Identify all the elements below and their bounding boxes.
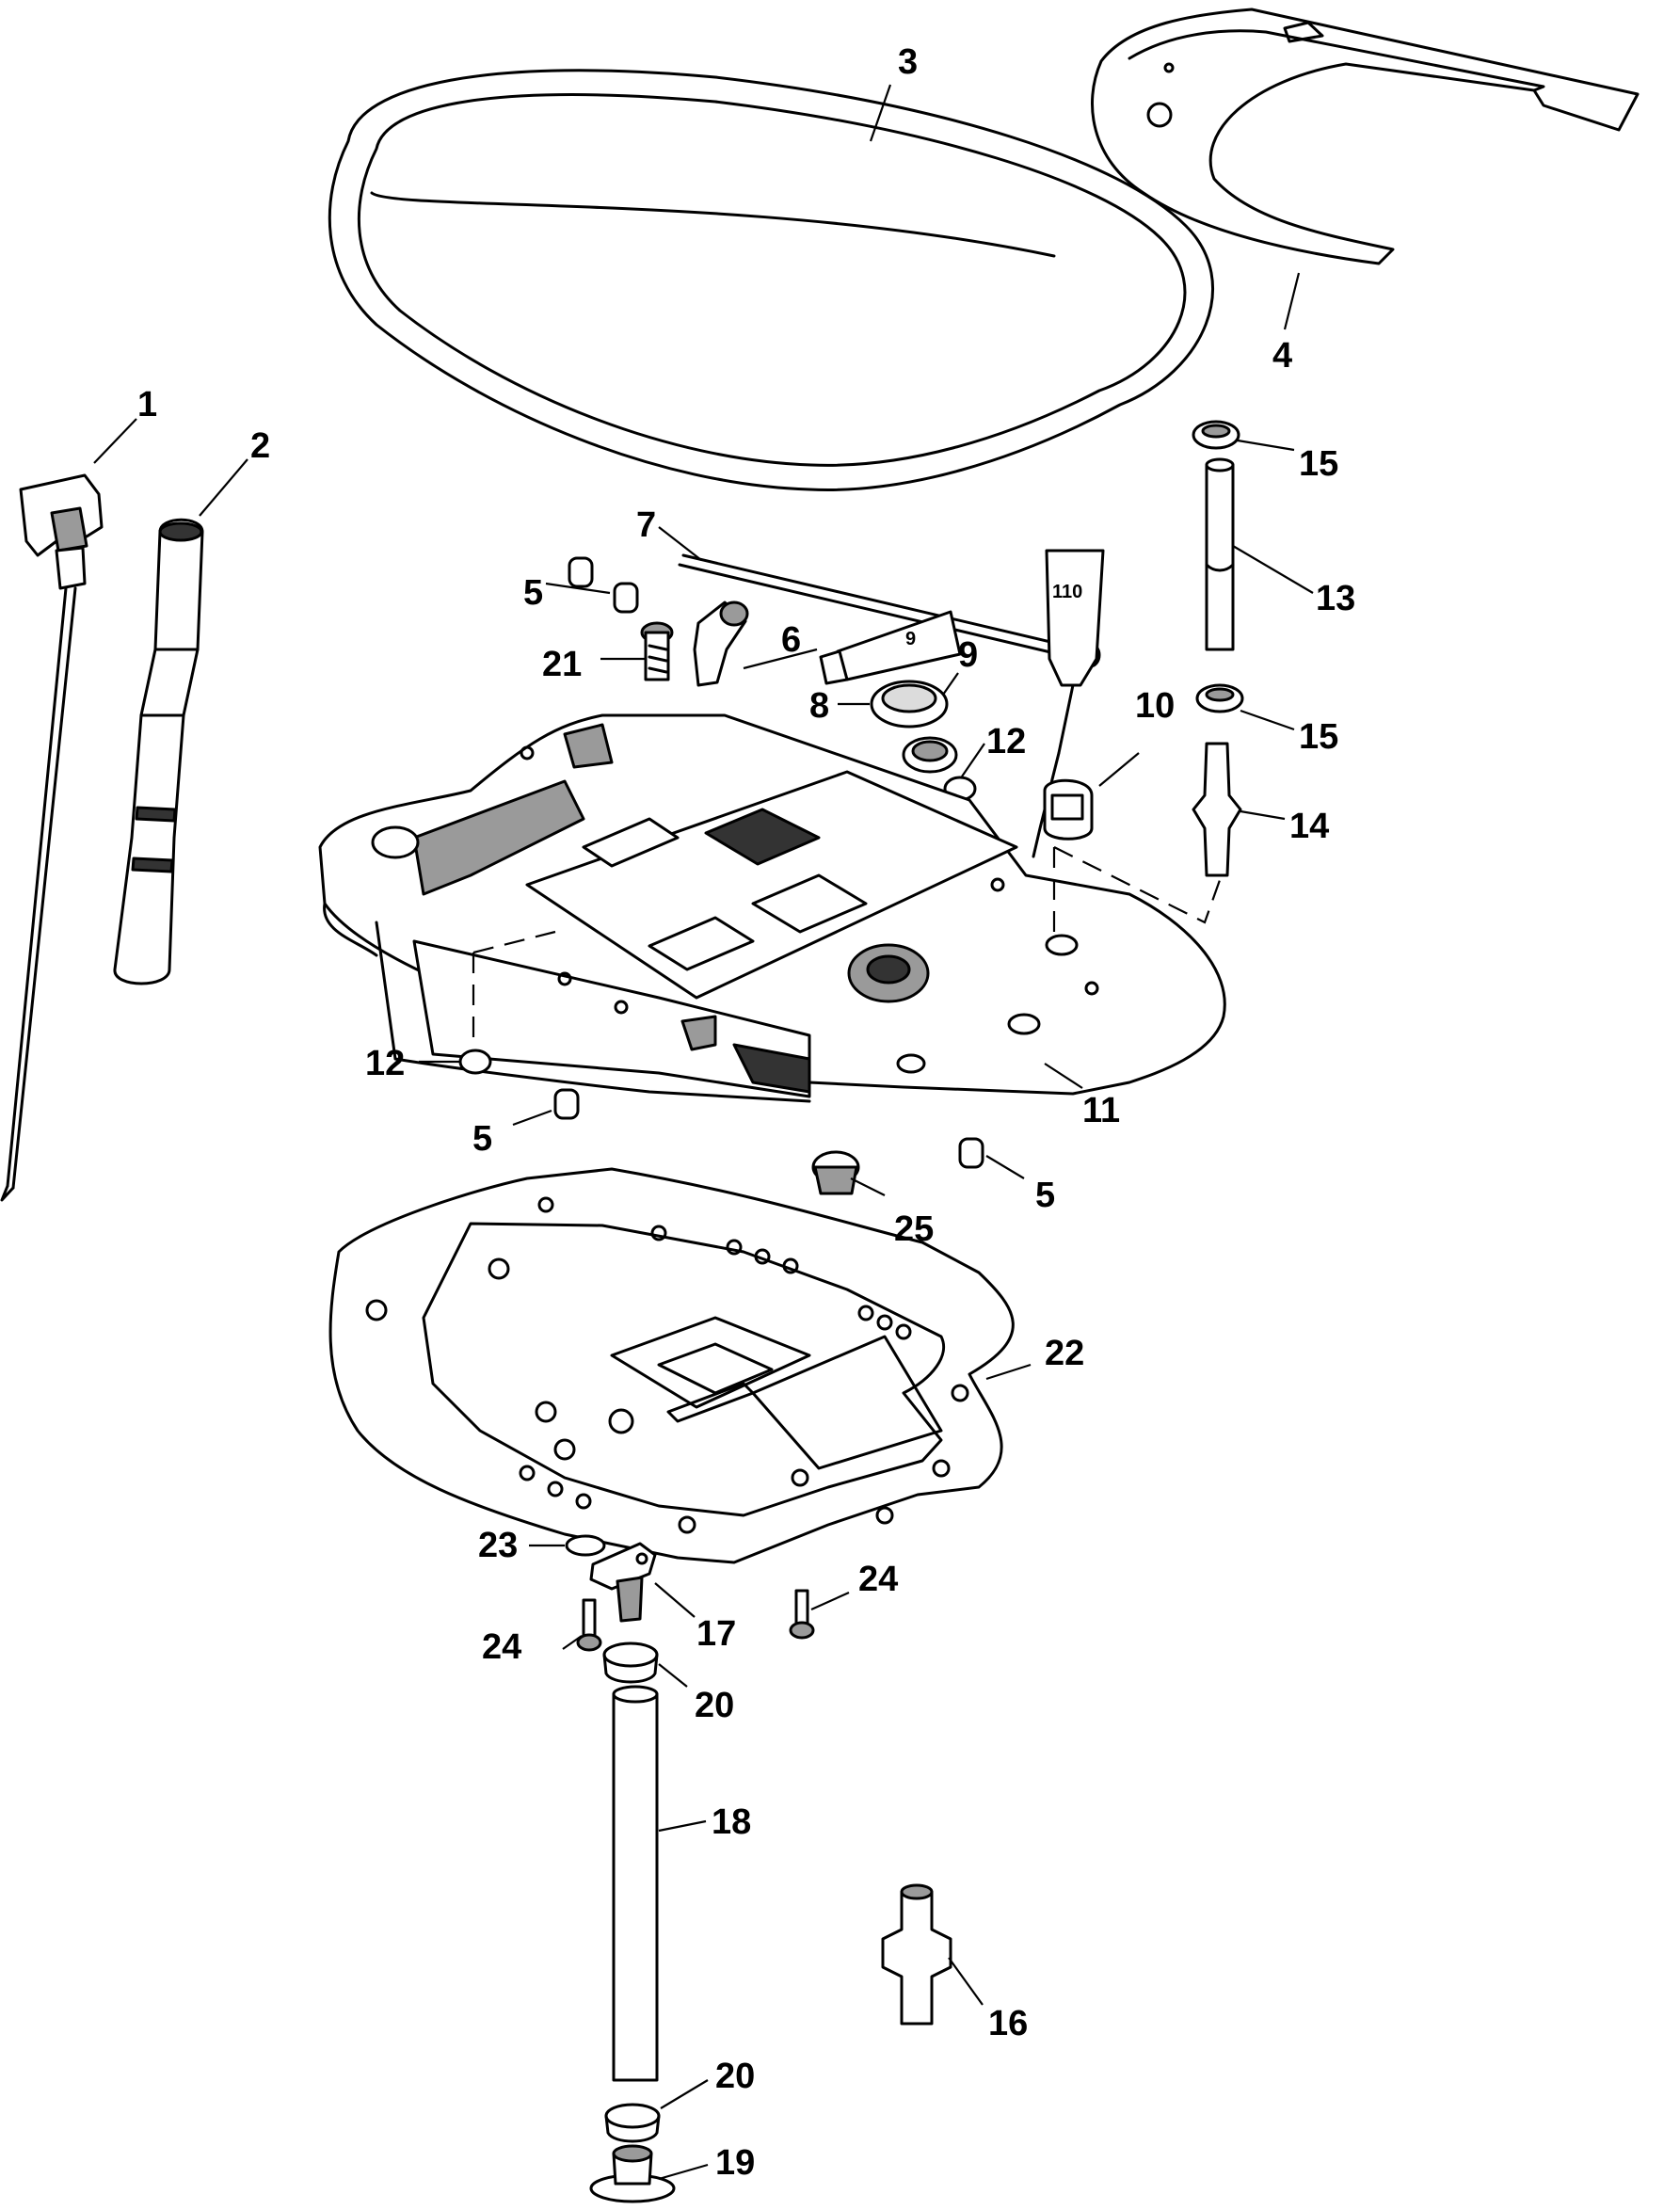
callout-15b: 15 [1299, 717, 1338, 757]
part-2-dipstick-tube [113, 518, 204, 985]
callout-22: 22 [1045, 1334, 1084, 1373]
part-20-seal-top [602, 1641, 659, 1684]
callout-12a: 12 [986, 722, 1026, 761]
sealant-110-tube: 110 [1032, 549, 1105, 858]
part-21-screw [640, 621, 674, 681]
part-5-dowel-left [553, 1088, 580, 1120]
part-17-fitting [589, 1542, 657, 1623]
part-4-plate [1091, 8, 1640, 265]
part-13-hose [1205, 457, 1235, 651]
part-11-adaptor-plate [318, 713, 1226, 1103]
part-15-clamp-bottom [1195, 683, 1244, 713]
part-15-clamp-top [1192, 420, 1240, 450]
callout-24a: 24 [482, 1627, 521, 1667]
callout-7: 7 [636, 505, 656, 545]
part-3-seal [328, 69, 1214, 491]
callout-2: 2 [250, 426, 270, 466]
callout-20a: 20 [695, 1686, 734, 1725]
part-25-drain-plug [811, 1150, 860, 1195]
callout-3: 3 [898, 42, 918, 82]
callout-5b: 5 [472, 1119, 492, 1159]
part-1-dipstick [0, 473, 104, 1202]
leader-lines [93, 84, 1314, 2181]
part-9-grommet [902, 736, 958, 774]
callout-14: 14 [1289, 807, 1329, 846]
part-22-gasket [328, 1167, 1015, 1564]
callout-13: 13 [1316, 579, 1355, 618]
callout-25: 25 [894, 1209, 934, 1249]
callout-21: 21 [542, 645, 582, 684]
callout-15a: 15 [1299, 444, 1338, 484]
callout-10: 10 [1135, 686, 1175, 726]
dashed-leader-left [472, 930, 556, 1045]
callout-16: 16 [988, 2004, 1028, 2043]
part-18-water-tube [612, 1685, 659, 2082]
callout-9: 9 [958, 635, 978, 675]
callout-12b: 12 [365, 1044, 405, 1083]
callout-6: 6 [781, 620, 801, 660]
dashed-leader-right [1052, 846, 1222, 932]
part-5-dowel-right [958, 1137, 984, 1169]
callout-24b: 24 [858, 1560, 898, 1599]
callout-5c: 5 [1035, 1176, 1055, 1215]
callout-8: 8 [809, 686, 829, 726]
part-5-dowel-top-a [568, 556, 594, 588]
callout-labels: 1 2 3 4 15 13 15 14 7 5 21 6 9 8 12 10 1… [137, 42, 1355, 2183]
callout-17: 17 [696, 1614, 736, 1654]
callout-20b: 20 [715, 2057, 755, 2096]
part-6-fitting [693, 601, 749, 687]
callout-11: 11 [1082, 1091, 1120, 1130]
callout-4: 4 [1272, 336, 1292, 376]
part-5-dowel-top-b [613, 582, 639, 614]
part-14-hose-fitting [1192, 742, 1242, 877]
callout-1: 1 [137, 385, 157, 424]
sealant-tube-label-110: 110 [1052, 582, 1082, 602]
part-16-fitting [881, 1883, 952, 2026]
part-9-sealant-tube: 9 [819, 610, 962, 685]
part-23-o-ring [565, 1534, 606, 1557]
part-8-seal [870, 680, 949, 729]
part-19-grommet [589, 2144, 676, 2203]
part-24-screw-left [576, 1598, 602, 1652]
part-12-plug-left [458, 1049, 492, 1075]
callout-19: 19 [715, 2143, 755, 2183]
part-20-seal-bottom [604, 2103, 661, 2143]
callout-5a: 5 [523, 573, 543, 613]
sealant-tube-label-9: 9 [905, 629, 916, 649]
callout-18: 18 [712, 1802, 751, 1842]
part-24-screw-right [789, 1589, 815, 1640]
callout-23: 23 [478, 1526, 518, 1565]
part-10-grommet [1043, 778, 1094, 841]
